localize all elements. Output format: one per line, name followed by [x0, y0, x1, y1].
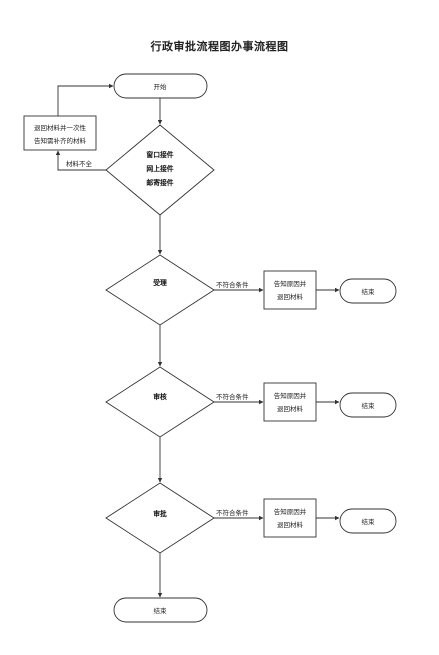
return-materials-line2: 告知需补齐的材料 [34, 136, 87, 145]
approve-notice-line2: 退回材料 [277, 520, 304, 529]
approve-condition-label: 不符合条件 [216, 508, 249, 517]
review-notice-box [263, 382, 317, 422]
approve-notice-box [263, 498, 317, 538]
review-decision [105, 366, 215, 438]
start-label: 开始 [154, 82, 168, 91]
review-end-terminal [339, 392, 397, 418]
review-notice-line1: 告知原因并 [274, 391, 307, 400]
accept-decision [105, 254, 215, 326]
accept-condition-label: 不符合条件 [216, 280, 249, 289]
start-terminal [113, 73, 208, 99]
end-terminal [113, 597, 208, 623]
accept-end-terminal [339, 278, 397, 304]
arrow-incomplete [55, 150, 106, 171]
intake-label-window: 窗口接件 [146, 150, 173, 159]
return-materials-box [23, 115, 97, 151]
review-end-label: 结束 [362, 401, 376, 410]
accept-label: 受理 [153, 278, 167, 287]
approve-label: 审批 [153, 509, 167, 518]
intake-label-mail: 邮寄接件 [146, 178, 173, 187]
arrow-return-start [57, 83, 114, 116]
approve-end-terminal [339, 508, 397, 534]
accept-notice-line1: 告知原因并 [274, 279, 307, 288]
review-condition-label: 不符合条件 [216, 392, 249, 401]
incomplete-label: 材料不全 [66, 159, 93, 168]
review-label: 审核 [153, 392, 167, 401]
intake-label-online: 网上接件 [146, 164, 173, 173]
approve-notice-line1: 告知原因并 [274, 507, 307, 516]
accept-notice-line2: 退回材料 [277, 292, 304, 301]
accept-notice-box [263, 270, 317, 310]
end-label: 结束 [154, 606, 168, 615]
review-notice-line2: 退回材料 [277, 404, 304, 413]
accept-end-label: 结束 [362, 287, 376, 296]
approve-end-label: 结束 [362, 517, 376, 526]
return-materials-line1: 退回材料并一次性 [34, 123, 87, 132]
diagram-title: 行政审批流程图办事流程图 [150, 40, 289, 53]
approve-decision [105, 482, 215, 554]
